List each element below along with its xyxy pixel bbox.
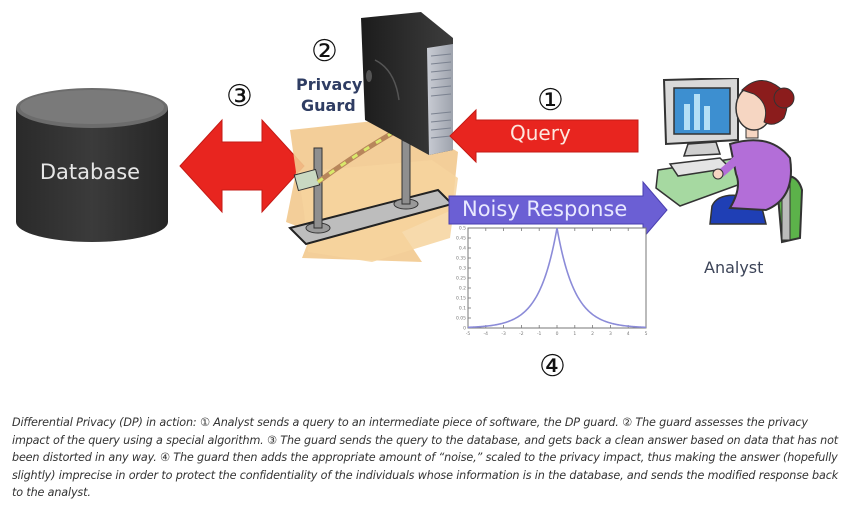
step-2-number: ② [311, 34, 338, 69]
x-tick-label: -1 [537, 331, 542, 337]
step-4-number: ④ [539, 349, 566, 384]
privacy-guard-label-line1: Privacy [296, 75, 363, 94]
noisy-response-label: Noisy Response [462, 197, 628, 221]
analyst-label: Analyst [704, 258, 764, 277]
y-tick-label: 0.4 [459, 246, 466, 252]
x-tick-label: 5 [645, 331, 648, 337]
server-icon [361, 12, 453, 155]
y-tick-label: 0.35 [456, 256, 466, 262]
x-tick-label: -5 [466, 331, 471, 337]
x-tick-label: 0 [556, 331, 559, 337]
x-tick-label: 2 [591, 331, 594, 337]
step-1-number: ① [537, 83, 564, 118]
y-tick-label: 0.15 [456, 296, 466, 302]
y-tick-label: 0.3 [459, 266, 466, 272]
x-tick-label: -4 [484, 331, 489, 337]
analyst-at-computer-icon [655, 78, 804, 244]
y-tick-label: 0.5 [459, 226, 466, 232]
y-tick-label: 0.1 [459, 306, 466, 312]
laplace-curve-line [467, 227, 647, 329]
database-label: Database [39, 160, 141, 184]
x-tick-label: 4 [627, 331, 630, 337]
query-label: Query [510, 121, 571, 145]
y-tick-label: 0.2 [459, 286, 466, 292]
noise-distribution-chart: 0 0.05 0.1 0.15 0.2 0.25 0.3 0.35 0.4 0.45 0.5 -5 -4… [456, 226, 648, 338]
y-tick-label: 0.05 [456, 316, 466, 322]
plot-frame [467, 227, 647, 329]
y-tick-label: 0.45 [456, 236, 466, 242]
y-tick-label: 0 [463, 326, 466, 332]
privacy-guard-label-line2: Guard [301, 96, 356, 115]
figure-caption: Differential Privacy (DP) in action: ① A… [12, 416, 839, 499]
y-tick-label: 0.25 [456, 276, 466, 282]
x-tick-label: 3 [609, 331, 612, 337]
x-tick-label: 1 [573, 331, 576, 337]
noisy-response-arrow [448, 180, 668, 240]
x-tick-label: -2 [519, 331, 524, 337]
step-3-number: ③ [226, 79, 253, 114]
query-arrow [449, 108, 639, 164]
x-tick-label: -3 [501, 331, 506, 337]
database-cylinder [16, 88, 168, 242]
